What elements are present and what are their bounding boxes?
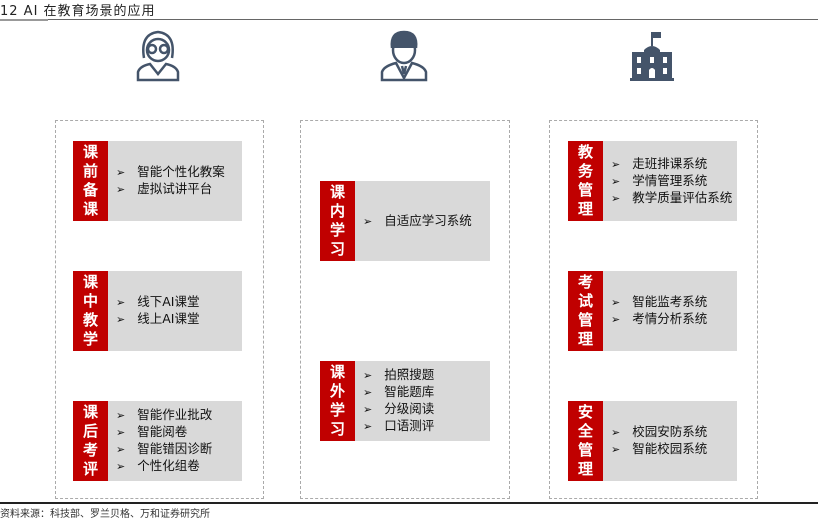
header-divider [0,19,818,20]
list-item: 学情管理系统 [611,173,732,190]
scenario-card: 课外学习拍照搜题智能题库分级阅读口语测评 [320,361,490,441]
card-label: 课外学习 [329,363,345,438]
school-icon [630,32,674,81]
list-item: 校园安防系统 [611,424,707,441]
scenario-card: 课前备课智能个性化教案虚拟试讲平台 [73,141,242,221]
scenario-card: 课后考评智能作业批改智能阅卷智能错因诊断个性化组卷 [73,401,242,481]
list-item: 教学质量评估系统 [611,190,732,207]
list-item: 虚拟试讲平台 [116,181,225,198]
list-item: 智能作业批改 [116,407,212,424]
card-label-box: 课前备课 [73,141,108,221]
scenario-card: 安全管理校园安防系统智能校园系统 [568,401,737,481]
card-items: 智能个性化教案虚拟试讲平台 [108,164,225,198]
column-learning [300,120,510,499]
card-items: 线下AI课堂线上AI课堂 [108,294,199,328]
card-label-box: 安全管理 [568,401,603,481]
card-items: 拍照搜题智能题库分级阅读口语测评 [355,367,434,435]
card-items: 自适应学习系统 [355,213,472,230]
list-item: 拍照搜题 [363,367,434,384]
scenario-card: 课中教学线下AI课堂线上AI课堂 [73,271,242,351]
card-label-box: 课中教学 [73,271,108,351]
header-accent [0,19,48,21]
list-item: 分级阅读 [363,401,434,418]
card-label: 课后考评 [82,403,98,478]
card-label: 安全管理 [577,403,593,478]
card-label-box: 课后考评 [73,401,108,481]
list-item: 线上AI课堂 [116,311,199,328]
list-item: 线下AI课堂 [116,294,199,311]
card-label-box: 课内学习 [320,181,355,261]
column-management [549,120,758,499]
page-title: 12 AI 在教育场景的应用 [0,4,156,19]
list-item: 个性化组卷 [116,458,212,475]
footer-divider [0,502,818,504]
scenario-card: 考试管理智能监考系统考情分析系统 [568,271,737,351]
card-label-box: 考试管理 [568,271,603,351]
list-item: 走班排课系统 [611,156,732,173]
teacher-icon [136,30,180,82]
card-items: 走班排课系统学情管理系统教学质量评估系统 [603,156,732,207]
list-item: 智能个性化教案 [116,164,225,181]
scenario-card: 课内学习 自适应学习系统 [320,181,490,261]
card-label: 课中教学 [82,273,98,348]
card-label: 教务管理 [577,143,593,218]
scenario-card: 教务管理走班排课系统学情管理系统教学质量评估系统 [568,141,737,221]
card-items: 校园安防系统智能校园系统 [603,424,707,458]
card-label: 考试管理 [577,273,593,348]
list-item: 智能阅卷 [116,424,212,441]
list-item: 口语测评 [363,418,434,435]
column-teaching [55,120,264,499]
card-label: 课内学习 [329,183,345,258]
list-item: 考情分析系统 [611,311,707,328]
card-items: 智能监考系统考情分析系统 [603,294,707,328]
card-items: 智能作业批改智能阅卷智能错因诊断个性化组卷 [108,407,212,475]
list-item: 智能题库 [363,384,434,401]
card-label-box: 课外学习 [320,361,355,441]
list-item: 智能校园系统 [611,441,707,458]
card-label-box: 教务管理 [568,141,603,221]
card-label: 课前备课 [82,143,98,218]
source-note: 资料来源：科技部、罗兰贝格、万和证券研究所 [0,509,210,520]
list-item: 自适应学习系统 [363,213,472,230]
list-item: 智能监考系统 [611,294,707,311]
list-item: 智能错因诊断 [116,441,212,458]
student-icon [380,30,428,82]
